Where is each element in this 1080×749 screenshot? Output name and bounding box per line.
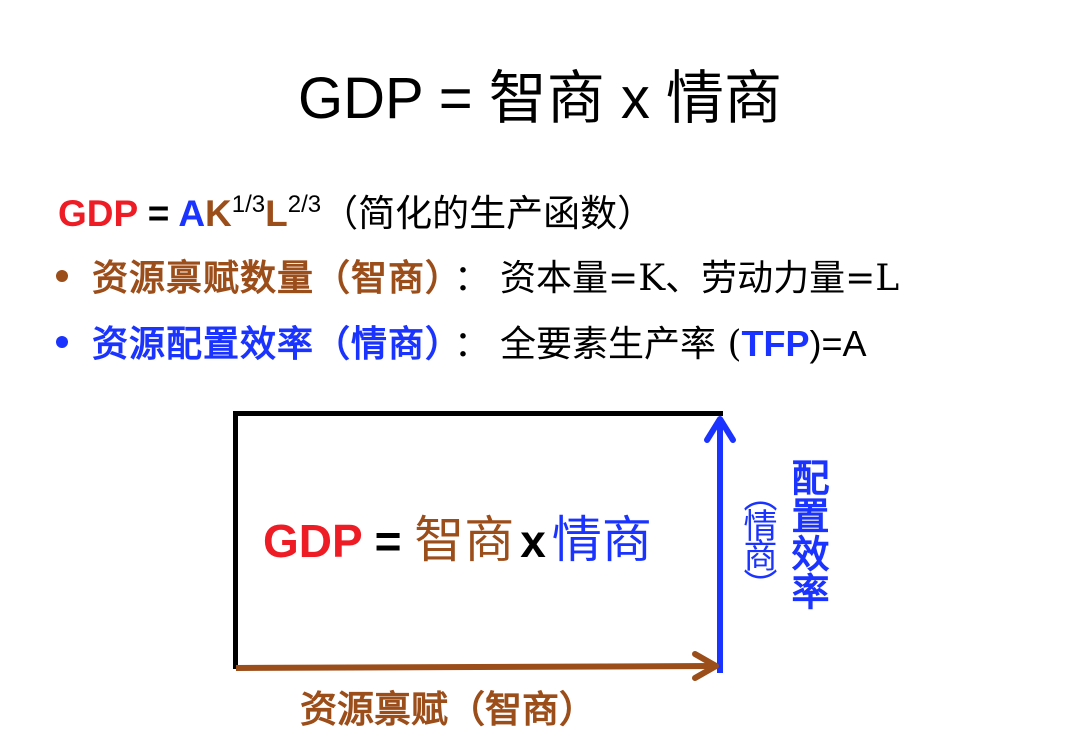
- bullet-item-allocation: 资源配置效率（情商）：全要素生产率 (TFP)=A: [56, 318, 867, 371]
- bullet-label: 资源配置效率（情商）: [92, 324, 445, 365]
- bullet-icon: [56, 336, 68, 349]
- formula-a: A: [178, 193, 206, 234]
- bullet-icon: [56, 270, 68, 283]
- bullet-detail: 资本量=K、劳动力量=L: [500, 258, 900, 299]
- bullet-detail-tfp: TFP: [741, 323, 810, 364]
- rectangle-top-edge: [233, 411, 723, 416]
- center-term-iq: 智商: [414, 511, 515, 569]
- rectangle-left-edge: [233, 411, 238, 669]
- formula-l-exponent: 2/3: [287, 191, 322, 218]
- vertical-arrow-icon: [704, 416, 736, 673]
- bullet-colon: ：: [454, 257, 491, 298]
- center-gdp: GDP: [263, 515, 362, 567]
- slide-title: GDP = 智商 x 情商: [0, 58, 1080, 139]
- bullet-label: 资源禀赋数量（智商）: [92, 258, 445, 299]
- vertical-axis-paren-label: （情商）: [737, 478, 777, 598]
- horizontal-axis-label: 资源禀赋（智商）: [300, 688, 596, 731]
- vertical-axis-label: 配置效率: [785, 458, 829, 610]
- production-function: GDP = AK1/3L2/3（简化的生产函数）: [58, 188, 654, 240]
- bullet-detail-prefix: 全要素生产率 (: [500, 324, 742, 365]
- title-term-eq: 情商: [665, 64, 782, 132]
- formula-equals: =: [137, 193, 179, 234]
- formula-note: （简化的生产函数）: [321, 192, 655, 235]
- title-operator: x: [604, 66, 666, 131]
- title-lhs: GDP =: [297, 66, 489, 131]
- center-equals: =: [361, 515, 415, 567]
- title-term-iq: 智商: [488, 64, 605, 132]
- center-operator: x: [520, 515, 546, 567]
- formula-l: L: [265, 193, 288, 234]
- bullet-item-endowment: 资源禀赋数量（智商）：资本量=K、劳动力量=L: [56, 252, 899, 305]
- bullet-colon: ：: [454, 323, 491, 364]
- bullet-detail-suffix: )=A: [809, 323, 867, 364]
- horizontal-arrow-icon: [235, 651, 719, 681]
- center-term-eq: 情商: [551, 511, 652, 569]
- formula-gdp: GDP: [58, 193, 138, 234]
- formula-k-exponent: 1/3: [231, 191, 266, 218]
- formula-k: K: [205, 193, 232, 234]
